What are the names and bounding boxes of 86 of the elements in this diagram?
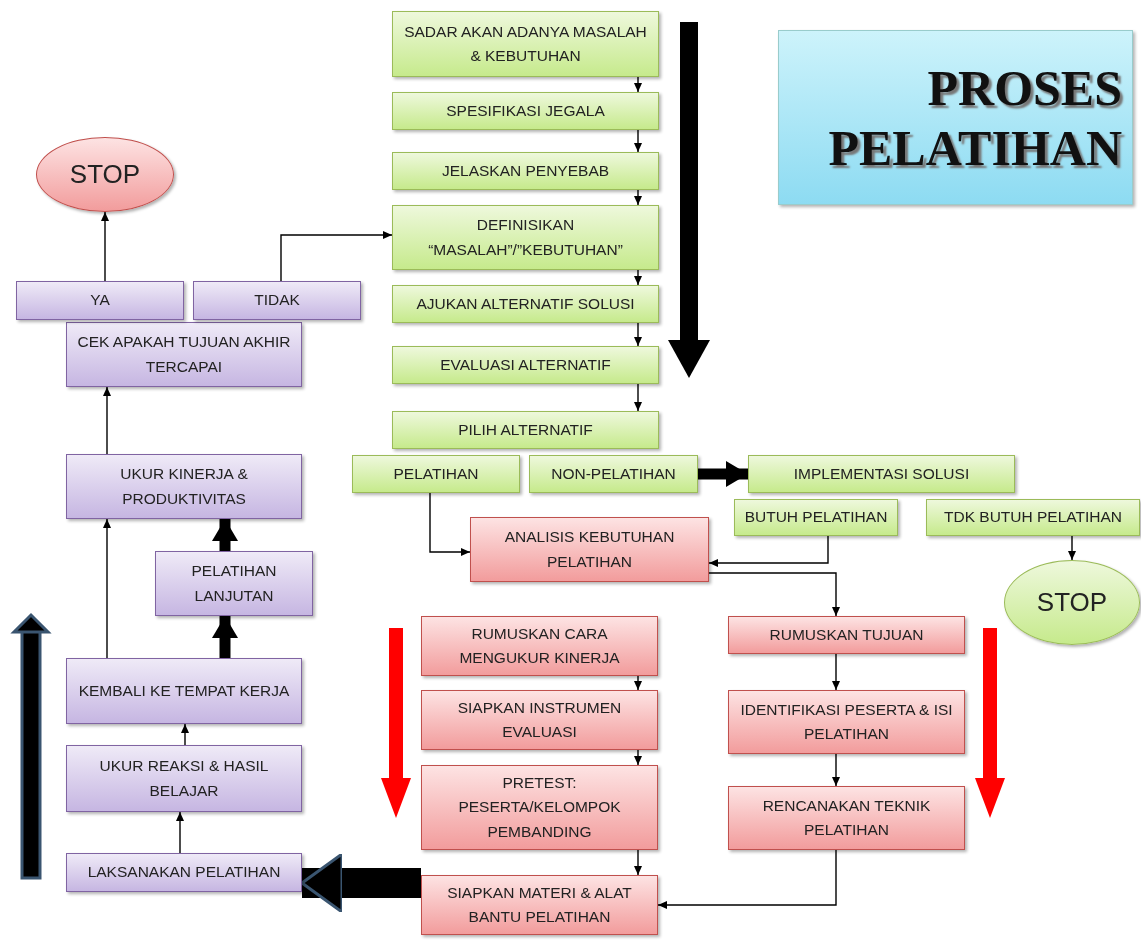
node-text: CEK APAKAH TUJUAN AKHIR TERCAPAI: [76, 332, 292, 377]
node-text: ANALISIS KEBUTUHAN PELATIHAN: [503, 527, 676, 572]
process-box: [66, 454, 302, 519]
arrow: [103, 386, 111, 455]
node-text: NON-PELATIHAN: [550, 464, 677, 484]
node-text: RUMUSKAN TUJUAN: [768, 625, 925, 645]
arrow: [429, 492, 471, 556]
node-text: STOP: [68, 158, 142, 192]
node-text: KEMBALI KE TEMPAT KERJA: [77, 681, 291, 701]
process-box: [392, 346, 659, 384]
arrow: [634, 849, 642, 876]
process-box: [66, 658, 302, 724]
node-text: RENCANAKAN TEKNIK PELATIHAN: [761, 796, 932, 840]
process-box: [193, 281, 361, 320]
process-box: [728, 786, 965, 850]
arrow: [176, 811, 184, 854]
process-box: [421, 765, 658, 850]
node-text: UKUR KINERJA & PRODUKTIVITAS: [119, 464, 249, 509]
node-text: RUMUSKAN CARA MENGUKUR KINERJA: [458, 624, 621, 668]
process-box: [66, 853, 302, 892]
process-box: [392, 205, 659, 270]
process-box: [392, 152, 659, 190]
block-arrow: [300, 852, 421, 914]
arrow: [708, 535, 829, 567]
node-text: TIDAK: [253, 290, 301, 311]
arrow: [280, 231, 393, 282]
block-arrow: [698, 461, 748, 487]
process-box: [16, 281, 184, 320]
block-arrow: [212, 519, 238, 551]
arrow: [634, 189, 642, 206]
process-box: [392, 92, 659, 130]
node-text: JELASKAN PENYEBAB: [440, 161, 611, 181]
process-box: [66, 322, 302, 387]
arrow: [634, 129, 642, 153]
node-text: SIAPKAN INSTRUMEN EVALUASI: [456, 698, 623, 742]
arrow: [103, 518, 111, 659]
node-text: IDENTIFIKASI PESERTA & ISI PELATIHAN: [739, 700, 954, 744]
node-text: STOP: [1035, 586, 1109, 620]
node-text: LAKSANAKAN PELATIHAN: [86, 862, 282, 883]
arrow: [634, 675, 642, 691]
node-text: YA: [89, 290, 111, 311]
node-text: UKUR REAKSI & HASIL BELAJAR: [98, 756, 270, 801]
arrow: [634, 749, 642, 766]
node-text: AJUKAN ALTERNATIF SOLUSI: [415, 294, 636, 314]
process-box: [155, 551, 313, 616]
process-box: [926, 499, 1140, 536]
node-text: PRETEST: PESERTA/KELOMPOK PEMBANDING: [457, 773, 622, 842]
node-text: DEFINISIKAN “MASALAH”/”KEBUTUHAN”: [427, 215, 624, 260]
node-text: IMPLEMENTASI SOLUSI: [792, 464, 971, 484]
process-box: [529, 455, 698, 493]
process-box: [728, 616, 965, 654]
node-text: BUTUH PELATIHAN: [743, 507, 889, 528]
node-text: PELATIHAN LANJUTAN: [190, 561, 278, 606]
arrow: [708, 572, 840, 617]
title-box: [778, 30, 1133, 205]
node-text: SPESIFIKASI JEGALA: [445, 101, 606, 121]
process-box: [421, 690, 658, 750]
process-box: [748, 455, 1015, 493]
process-box: [392, 285, 659, 323]
process-box: [734, 499, 898, 536]
node-text: SADAR AKAN ADANYA MASALAH & KEBUTUHAN: [403, 22, 648, 66]
arrow: [634, 383, 642, 412]
arrow: [181, 723, 189, 746]
node-text: TDK BUTUH PELATIHAN: [943, 507, 1123, 528]
process-box: [392, 411, 659, 449]
title-text: PROSES PELATIHAN: [827, 58, 1123, 178]
process-box: [421, 616, 658, 676]
process-box: [728, 690, 965, 754]
process-box: [352, 455, 520, 493]
arrow: [634, 76, 642, 93]
process-box: [421, 875, 658, 935]
arrow: [634, 322, 642, 347]
node-text: EVALUASI ALTERNATIF: [439, 355, 612, 375]
node-text: PELATIHAN: [392, 464, 480, 484]
arrow: [101, 211, 109, 282]
arrow: [832, 753, 840, 787]
process-box: [470, 517, 709, 582]
arrow: [832, 653, 840, 691]
arrow: [657, 849, 837, 909]
process-box: [66, 745, 302, 812]
process-box: [392, 11, 659, 77]
node-text: SIAPKAN MATERI & ALAT BANTU PELATIHAN: [446, 883, 633, 927]
node-text: PILIH ALTERNATIF: [457, 420, 594, 440]
block-arrow: [212, 616, 238, 658]
arrow: [634, 269, 642, 286]
arrow: [1068, 535, 1076, 561]
